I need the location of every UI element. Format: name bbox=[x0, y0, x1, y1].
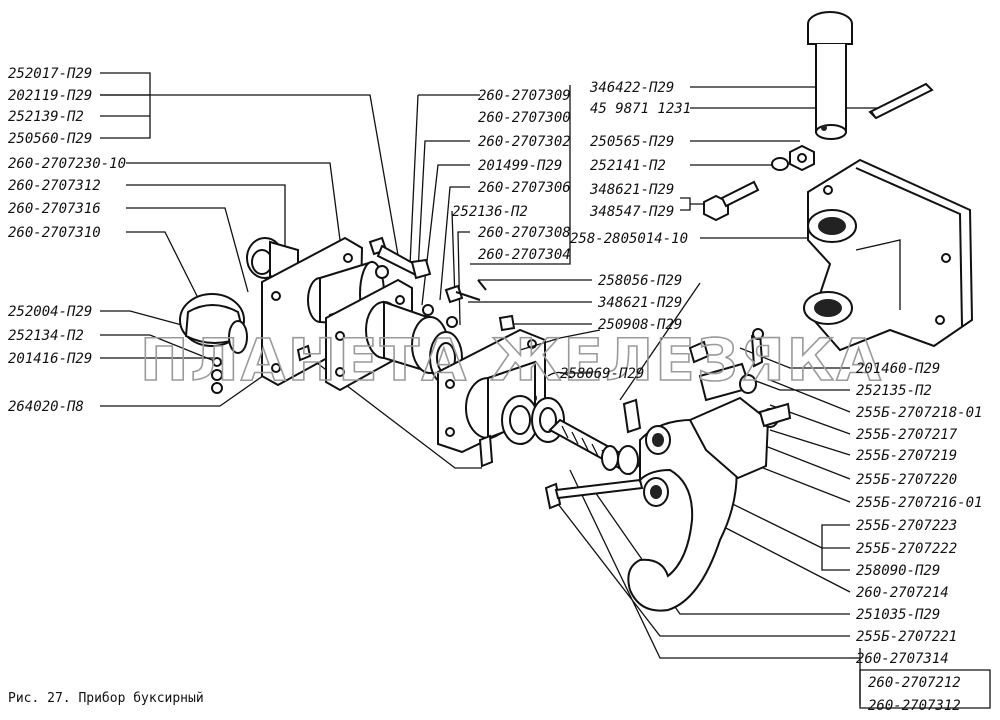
part-label: 260-2707302 bbox=[478, 134, 571, 150]
fastener-set bbox=[703, 144, 815, 222]
part-label: 260-2707214 bbox=[856, 585, 949, 601]
part-label: 45 9871 1231 bbox=[590, 101, 691, 117]
bolts-and-nuts bbox=[296, 236, 516, 362]
figure-caption: Рис. 27. Прибор буксирный bbox=[8, 691, 204, 706]
part-label: 260-2707312 bbox=[8, 178, 101, 194]
part-label: 255Б-2707221 bbox=[856, 629, 957, 645]
part-label: 260-2707309 bbox=[478, 88, 571, 104]
part-label: 255Б-2707220 bbox=[856, 472, 957, 488]
hook-shank bbox=[548, 418, 642, 476]
part-label: 260-2707308 bbox=[478, 225, 571, 241]
part-label: 260-2707310 bbox=[8, 225, 101, 241]
long-bolt bbox=[544, 478, 644, 510]
part-label: 255Б-2707222 bbox=[856, 541, 957, 557]
part-label: 348621-П29 bbox=[589, 182, 674, 198]
part-label: 252139-П2 bbox=[8, 109, 84, 125]
part-label: 250560-П29 bbox=[8, 131, 92, 147]
part-label: 252134-П2 bbox=[8, 328, 84, 344]
towing-hook bbox=[627, 418, 738, 612]
part-label: 252004-П29 bbox=[8, 304, 92, 320]
part-label: 260-2707304 bbox=[478, 247, 571, 263]
part-label: 264020-П8 bbox=[8, 399, 84, 415]
part-label: 348621-П29 bbox=[597, 295, 682, 311]
part-label: 260-2707300 bbox=[478, 110, 571, 126]
part-label: 346422-П29 bbox=[589, 80, 674, 96]
cotter-pin bbox=[868, 82, 934, 120]
latch-mechanism bbox=[519, 328, 764, 402]
part-label: 258056-П29 bbox=[598, 273, 682, 289]
part-label: 255Б-2707223 bbox=[856, 518, 957, 534]
bracket-housing bbox=[803, 158, 974, 352]
top-right-labels: 346422-П29 45 9871 1231 250565-П29 25214… bbox=[570, 80, 691, 247]
part-label: 258-2805014-10 bbox=[570, 231, 688, 247]
hook-latch bbox=[622, 396, 792, 480]
part-label: 260-2707316 bbox=[8, 201, 101, 217]
part-label: 255Б-2707219 bbox=[856, 448, 957, 464]
towing-device-parts bbox=[179, 11, 974, 612]
center-labels: 260-2707309 260-2707300 260-2707302 2014… bbox=[452, 88, 682, 382]
part-label: 260-2707212 bbox=[868, 675, 961, 691]
part-label: 260-2707312 bbox=[868, 698, 961, 714]
part-label: 252141-П2 bbox=[590, 158, 666, 174]
part-label: 252135-П2 bbox=[856, 383, 932, 399]
part-label: 250565-П29 bbox=[590, 134, 674, 150]
part-label: 250908-П29 bbox=[598, 317, 682, 333]
part-label: 255Б-2707216-01 bbox=[856, 495, 982, 511]
part-label: 201460-П29 bbox=[856, 361, 940, 377]
dust-cover bbox=[179, 293, 248, 394]
part-label: 258090-П29 bbox=[856, 563, 940, 579]
part-label: 260-2707314 bbox=[856, 651, 949, 667]
watermark: ПЛАНЕТА ЖЕЛЕЗЯКА bbox=[140, 326, 883, 394]
part-label: 202119-П29 bbox=[8, 88, 92, 104]
part-label: 201499-П29 bbox=[478, 158, 562, 174]
part-label: 201416-П29 bbox=[8, 351, 92, 367]
part-label: 252136-П2 bbox=[452, 204, 528, 220]
part-label: 255Б-2707217 bbox=[856, 427, 958, 443]
part-label: 260-2707306 bbox=[478, 180, 571, 196]
left-labels: 252017-П29 202119-П29 252139-П2 250560-П… bbox=[8, 66, 126, 415]
part-label: 348547-П29 bbox=[589, 204, 674, 220]
king-pin bbox=[807, 11, 853, 140]
part-label: 251035-П29 bbox=[856, 607, 940, 623]
part-label: 255Б-2707218-01 bbox=[856, 405, 982, 421]
rear-bushing bbox=[246, 237, 299, 284]
part-label: 258069-П29 bbox=[560, 366, 644, 382]
part-label: 252017-П29 bbox=[8, 66, 92, 82]
right-labels: 201460-П29 252135-П2 255Б-2707218-01 255… bbox=[856, 361, 982, 714]
part-label: 260-2707230-10 bbox=[8, 156, 126, 172]
